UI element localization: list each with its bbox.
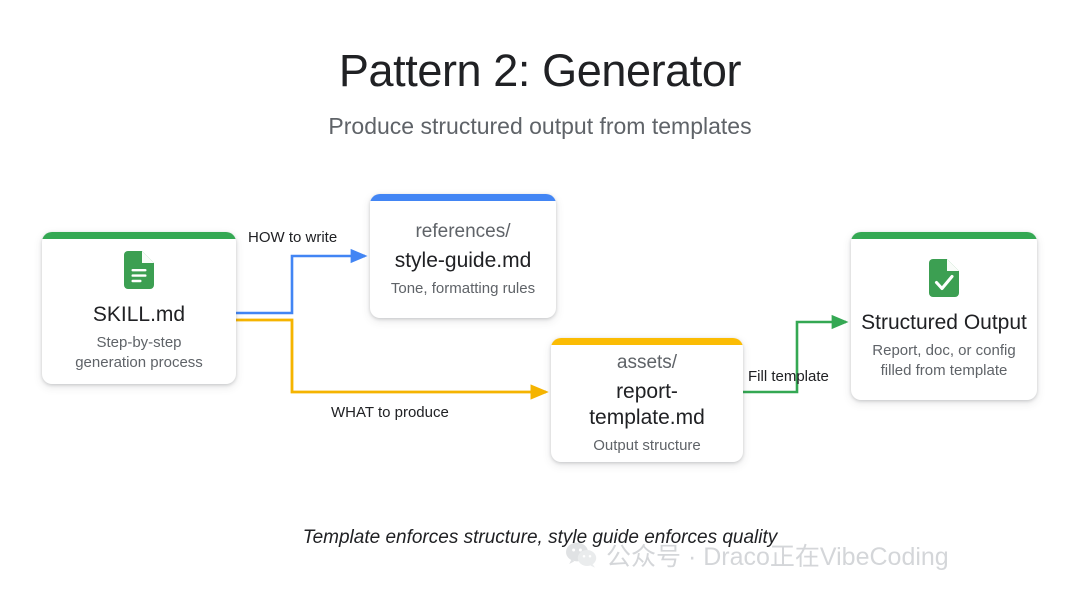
card-accent-bar — [551, 338, 743, 345]
card-title: report-template.md — [589, 379, 705, 429]
card-accent-bar — [42, 232, 236, 239]
card-subtitle-line-1: Report, doc, or config — [872, 341, 1016, 359]
card-subtitle-line-2: generation process — [75, 353, 203, 371]
card-title: Structured Output — [861, 310, 1027, 334]
doc-check-icon — [929, 258, 959, 302]
wechat-icon — [566, 541, 597, 573]
page-subtitle: Produce structured output from templates — [328, 113, 752, 139]
footer-caption: Template enforces structure, style guide… — [302, 527, 778, 548]
card-subtitle-line-1: Step-by-step — [96, 333, 182, 351]
edge-label-what-to-produce: WHAT to produce — [331, 404, 449, 421]
card-subtitle-line-2: filled from template — [880, 361, 1008, 379]
watermark: 公众号 · Draco正在VibeCoding — [566, 541, 949, 573]
card-report-template-md[interactable]: assets/ report-template.md Output struct… — [551, 338, 743, 462]
edge-how-to-write — [236, 248, 368, 315]
card-title: SKILL.md — [92, 302, 186, 326]
watermark-text: 公众号 · Draco正在VibeCoding — [606, 542, 949, 571]
card-title: style-guide.md — [394, 248, 532, 272]
edge-label-how-to-write: HOW to write — [248, 229, 338, 246]
card-subtitle: Output structure — [593, 437, 701, 455]
card-accent-bar — [370, 194, 556, 201]
card-subtitle: Step-by-step generation process — [75, 333, 203, 373]
card-body: Structured Output Report, doc, or config… — [851, 232, 1037, 400]
card-folder-label: assets/ — [616, 352, 678, 373]
card-body: SKILL.md Step-by-step generation process — [42, 232, 236, 384]
card-skill-md[interactable]: SKILL.md Step-by-step generation process — [42, 232, 236, 384]
card-folder-label: references/ — [415, 221, 511, 243]
card-accent-bar — [851, 232, 1037, 239]
edge-label-fill-template: Fill template — [748, 368, 829, 385]
card-subtitle: Tone, formatting rules — [390, 280, 536, 298]
card-body: assets/ report-template.md Output struct… — [551, 338, 743, 462]
card-structured-output[interactable]: Structured Output Report, doc, or config… — [851, 232, 1037, 400]
card-style-guide-md[interactable]: references/ style-guide.md Tone, formatt… — [370, 194, 556, 318]
page-title: Pattern 2: Generator — [338, 45, 742, 96]
card-body: references/ style-guide.md Tone, formatt… — [370, 194, 556, 318]
edge-what-to-produce — [236, 318, 549, 400]
google-doc-icon — [124, 250, 154, 294]
card-subtitle: Report, doc, or config filled from templ… — [872, 341, 1015, 381]
